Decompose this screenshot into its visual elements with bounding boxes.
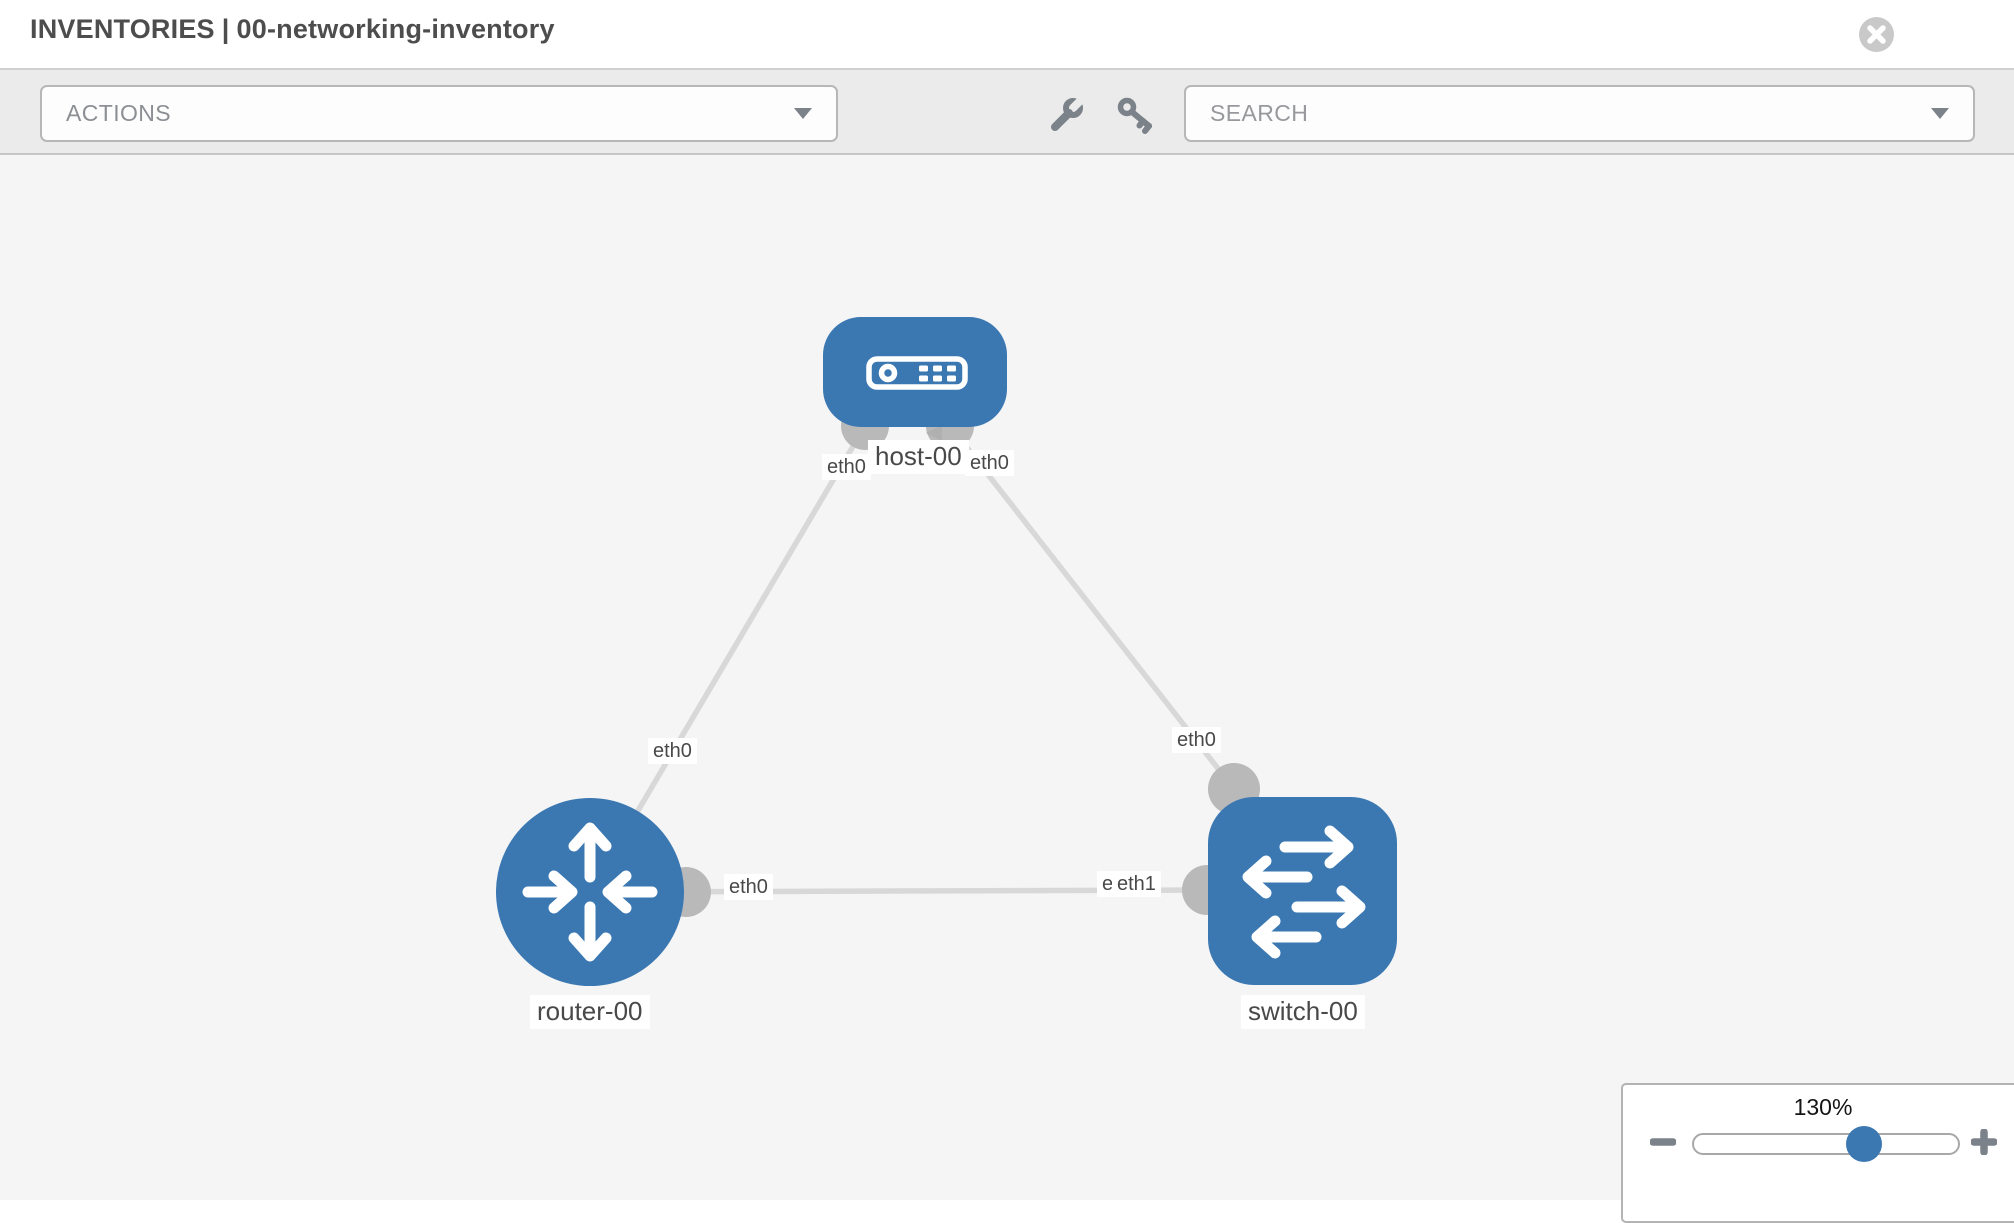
chevron-down-icon	[794, 108, 812, 119]
breadcrumb-separator: |	[221, 14, 230, 44]
close-button[interactable]	[1859, 17, 1894, 52]
node-label-host: host-00	[868, 440, 969, 474]
toolbar: ACTIONS	[0, 70, 2014, 155]
page-title: INVENTORIES|00-networking-inventory	[30, 14, 555, 45]
zoom-slider-thumb[interactable]	[1846, 1126, 1882, 1162]
topology-graph	[496, 317, 1397, 986]
host-icon	[866, 356, 968, 390]
node-label-switch: switch-00	[1241, 995, 1365, 1029]
breadcrumb-item: 00-networking-inventory	[236, 14, 555, 44]
search-input[interactable]	[1186, 99, 1931, 128]
node-switch[interactable]	[1208, 797, 1397, 985]
chevron-down-icon	[1931, 108, 1949, 119]
zoom-slider[interactable]	[1692, 1126, 1960, 1162]
zoom-in-button[interactable]	[1970, 1128, 1998, 1156]
breadcrumb-section: INVENTORIES	[30, 14, 215, 44]
wrench-icon	[1051, 96, 1085, 131]
topology-canvas[interactable]: eth0 eth0 eth0 eth0 eth0 eth0 eth1 host-…	[0, 155, 2014, 1200]
switch-icon	[1242, 825, 1366, 959]
router-icon	[522, 822, 658, 962]
zoom-level: 130%	[1793, 1094, 1853, 1120]
interface-label: eth0	[1172, 727, 1221, 753]
node-host[interactable]	[823, 317, 1007, 427]
interface-label: eth0	[965, 450, 1014, 476]
link-marker	[926, 425, 942, 441]
zoom-out-button[interactable]	[1649, 1129, 1677, 1155]
key-icon	[1117, 97, 1152, 134]
interface-label: eth0	[648, 738, 697, 764]
window-header: INVENTORIES|00-networking-inventory	[0, 0, 2014, 70]
node-label-router: router-00	[530, 995, 650, 1029]
interface-label: eth0	[822, 454, 871, 480]
close-icon	[1859, 17, 1894, 52]
minus-icon	[1649, 1138, 1677, 1146]
node-router[interactable]	[496, 798, 684, 986]
plus-icon	[1970, 1128, 1998, 1156]
actions-dropdown[interactable]: ACTIONS	[40, 85, 838, 142]
interface-label: eth0	[724, 874, 773, 900]
credentials-button[interactable]	[1116, 96, 1156, 136]
tools-button[interactable]	[1046, 96, 1086, 136]
zoom-control-panel: 130%	[1621, 1083, 2014, 1223]
actions-dropdown-value: ACTIONS	[66, 100, 172, 126]
search-dropdown[interactable]	[1184, 85, 1975, 142]
interface-label: eth1	[1112, 871, 1161, 897]
